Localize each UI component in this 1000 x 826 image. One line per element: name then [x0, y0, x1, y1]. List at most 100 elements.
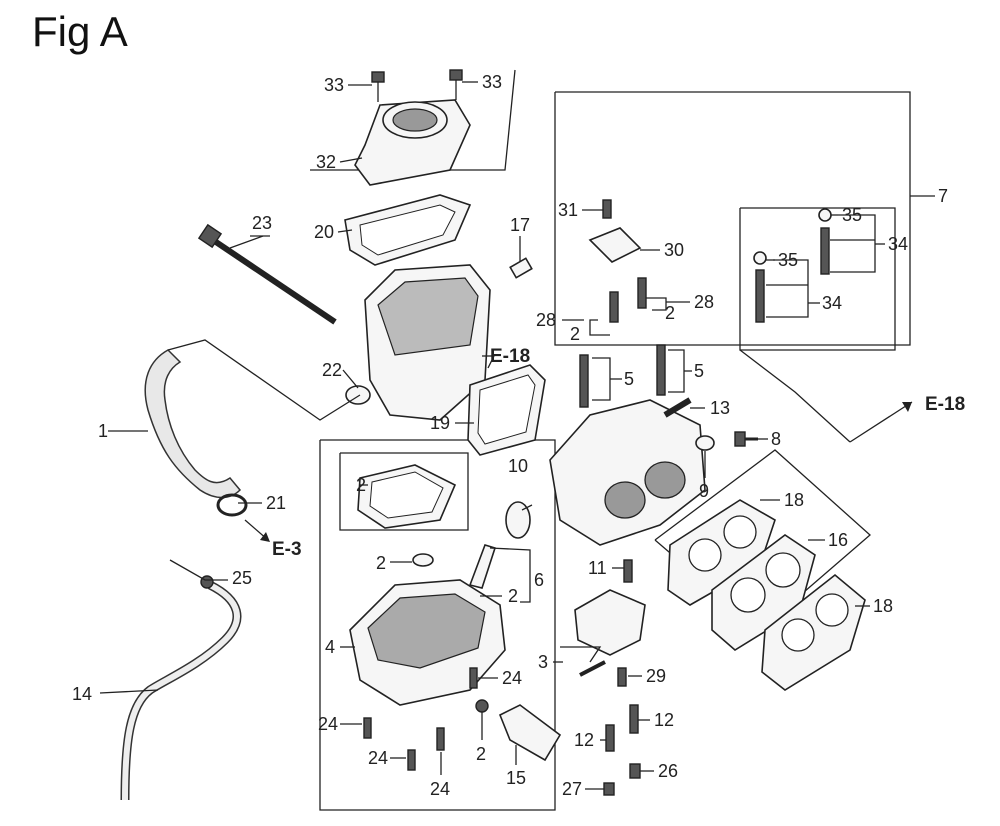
ref-e18-right[interactable]: E-18 [925, 394, 965, 415]
label-part-31: 31 [558, 200, 578, 220]
label-part-12-left: 12 [574, 730, 594, 750]
screw-24-d [436, 727, 445, 751]
label-part-18-bottom: 18 [873, 596, 893, 616]
seal-9 [695, 435, 715, 451]
hose-clamp-21 [216, 493, 248, 517]
screw-8 [734, 431, 758, 447]
gasket-2-bowl-inner [369, 471, 444, 519]
label-part-5-right: 5 [694, 361, 704, 381]
gasket-18-bottom [761, 573, 866, 691]
spring-27 [603, 782, 615, 796]
label-part-25: 25 [232, 568, 252, 588]
hose-clip-25 [200, 575, 214, 589]
screw-28-left [609, 291, 619, 323]
label-part-21: 21 [266, 493, 286, 513]
screw-12-left [605, 724, 615, 752]
intake-elbow-bore [392, 108, 438, 132]
gasket-19-inner [477, 374, 536, 445]
jet-11 [623, 559, 633, 583]
label-part-28-left: 28 [536, 310, 556, 330]
label-part-22: 22 [322, 360, 342, 380]
label-part-1: 1 [98, 421, 108, 441]
label-part-10: 10 [508, 456, 528, 476]
label-part-2-right: 2 [665, 303, 675, 323]
screw-24-b [363, 717, 372, 739]
label-part-2-gasket: 2 [356, 475, 366, 495]
jet-34-left [755, 269, 765, 323]
label-part-35-right: 35 [842, 205, 862, 225]
needle-6 [468, 544, 497, 589]
screw-12-right [629, 704, 639, 734]
float-chamber-inner [367, 593, 486, 669]
screw-24-c [407, 749, 416, 771]
jet-group-outline [739, 207, 896, 351]
carburetor-kit-group-outline [554, 91, 911, 346]
label-part-33-left: 33 [324, 75, 344, 95]
label-part-12-right: 12 [654, 710, 674, 730]
label-part-24-b: 24 [318, 714, 338, 734]
label-part-28-right: 28 [694, 292, 714, 312]
bolt-33-left [371, 71, 385, 102]
label-part-2-left: 2 [570, 324, 580, 344]
fuel-hose-inner [122, 582, 240, 801]
washer-2 [412, 553, 434, 567]
spring-26 [629, 763, 641, 779]
pin-13 [663, 397, 692, 418]
label-part-13: 13 [710, 398, 730, 418]
label-part-2-needle: 2 [508, 586, 518, 606]
label-part-17: 17 [510, 215, 530, 235]
label-part-9: 9 [699, 481, 709, 501]
screw-28-right [637, 277, 647, 309]
label-part-34-left: 34 [822, 293, 842, 313]
carburetor-body [549, 399, 706, 546]
part-labels: 1 2 2 2 2 2 2 3 4 5 5 6 7 8 9 10 11 12 1… [72, 72, 948, 799]
figure-title: Fig A [32, 8, 128, 55]
part-drawings [120, 69, 866, 801]
label-part-4: 4 [325, 637, 335, 657]
label-part-3: 3 [538, 652, 548, 672]
label-part-19: 19 [430, 413, 450, 433]
label-part-18-top: 18 [784, 490, 804, 510]
jet-34-right [820, 227, 830, 275]
label-part-20: 20 [314, 222, 334, 242]
label-part-2-solenoid: 2 [476, 744, 486, 764]
label-part-5-left: 5 [624, 369, 634, 389]
long-bolt-23 [208, 235, 337, 325]
label-part-6: 6 [534, 570, 544, 590]
screw-24-a [469, 667, 478, 689]
label-part-8: 8 [771, 429, 781, 449]
fuel-cut-solenoid [498, 704, 562, 762]
screw-5-left [579, 354, 589, 408]
intake-gasket-inner [359, 204, 456, 256]
label-part-30: 30 [664, 240, 684, 260]
label-part-24-a: 24 [502, 668, 522, 688]
intake-adaptor-throat [377, 277, 479, 356]
solenoid-washer-2 [475, 699, 489, 713]
label-part-26: 26 [658, 761, 678, 781]
label-part-32: 32 [316, 152, 336, 172]
label-part-27: 27 [562, 779, 582, 799]
leader-lines [99, 81, 935, 790]
screw-31 [602, 199, 612, 219]
ref-e18-top[interactable]: E-18 [490, 346, 530, 367]
carburetor-bore-right [644, 461, 686, 499]
label-part-7: 7 [938, 186, 948, 206]
label-part-24-c: 24 [368, 748, 388, 768]
label-part-11: 11 [588, 558, 607, 578]
screw-29 [617, 667, 627, 687]
label-part-16: 16 [828, 530, 848, 550]
ref-e3[interactable]: E-3 [272, 539, 302, 560]
label-part-14: 14 [72, 684, 92, 704]
breather-hose [144, 349, 242, 499]
label-part-35-left: 35 [778, 250, 798, 270]
label-part-29: 29 [646, 666, 666, 686]
throttle-shaft-3 [579, 660, 606, 677]
carburetor-bore-left [604, 481, 646, 519]
bolt-33-right [449, 69, 463, 100]
long-bolt-23-head [197, 223, 223, 249]
label-part-33-right: 33 [482, 72, 502, 92]
plate-30 [588, 227, 642, 263]
pin-17 [509, 257, 533, 279]
label-part-15: 15 [506, 768, 526, 788]
